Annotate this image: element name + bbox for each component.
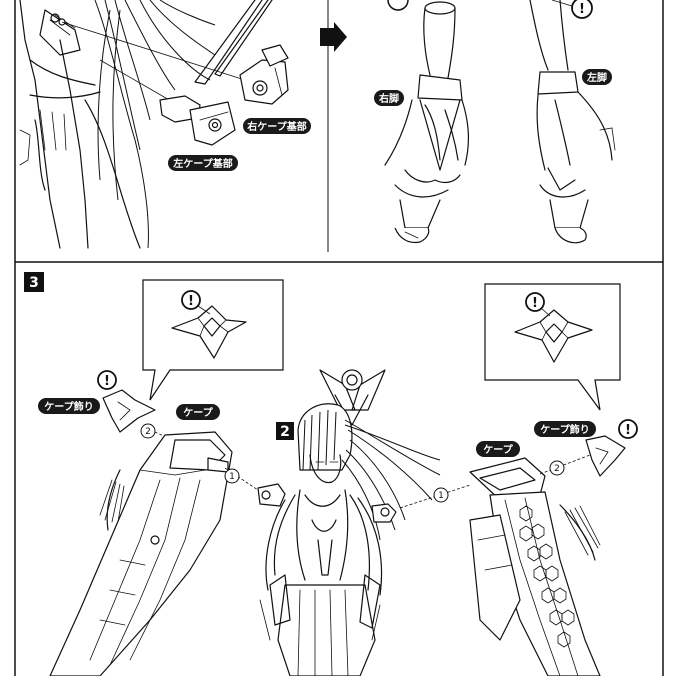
left-cape-tag: ケープ [176,404,220,420]
svg-text:!: ! [532,296,538,311]
left-cape-base-part [159,95,236,146]
svg-text:1: 1 [438,491,444,501]
central-figure-illustration [257,369,441,676]
left-ornament-callout: ! [142,279,284,401]
svg-text:2: 2 [145,427,151,437]
svg-text:2: 2 [280,424,290,440]
figure-back-illustration [19,0,273,249]
svg-text:ケープ飾り: ケープ飾り [540,423,589,436]
right-cape-ornament-tag: ケープ飾り [534,421,596,437]
svg-text:2: 2 [554,464,560,474]
step-3-badge: 3 [24,272,44,292]
svg-text:ケープ: ケープ [483,443,513,456]
next-step-arrow [320,22,347,52]
left-leg-tag: 左脚 [582,69,612,85]
order-marker-1-right: 1 [399,484,471,509]
right-leg-illustration [384,0,470,244]
svg-text:!: ! [625,423,631,438]
order-marker-1-left: 1 [224,467,259,491]
left-cape-part [49,431,233,676]
svg-text:1: 1 [229,472,235,482]
left-cape-ornament-tag: ケープ飾り [38,398,100,414]
right-cape-base-part [239,44,289,105]
svg-text:左ケープ基部: 左ケープ基部 [172,157,232,170]
right-ornament-callout: ! [484,283,621,411]
svg-text:ケープ飾り: ケープ飾り [44,400,93,413]
warning-marker-top-2: ! [551,0,593,19]
right-leg-tag: 右脚 [374,90,404,106]
right-cape-ornament-part: ! [585,419,638,477]
right-cape-part [469,457,601,676]
svg-text:ケープ: ケープ [183,406,213,419]
svg-text:!: ! [188,294,194,309]
right-cape-tag: ケープ [476,441,520,457]
warning-marker-top-1 [387,0,409,11]
svg-text:!: ! [579,2,585,17]
svg-text:3: 3 [29,275,39,291]
svg-text:右ケープ基部: 右ケープ基部 [246,120,306,133]
right-cape-base-tag: 右ケープ基部 [243,118,311,134]
svg-text:右脚: 右脚 [378,92,399,105]
subassembly-2-badge: 2 [276,422,294,440]
order-marker-2-right: 2 [539,454,591,476]
left-cape-base-tag: 左ケープ基部 [168,155,238,171]
left-cape-ornament-part: ! [97,370,156,433]
svg-text:左脚: 左脚 [586,71,607,84]
svg-text:!: ! [104,374,110,389]
left-leg-illustration [529,0,616,244]
